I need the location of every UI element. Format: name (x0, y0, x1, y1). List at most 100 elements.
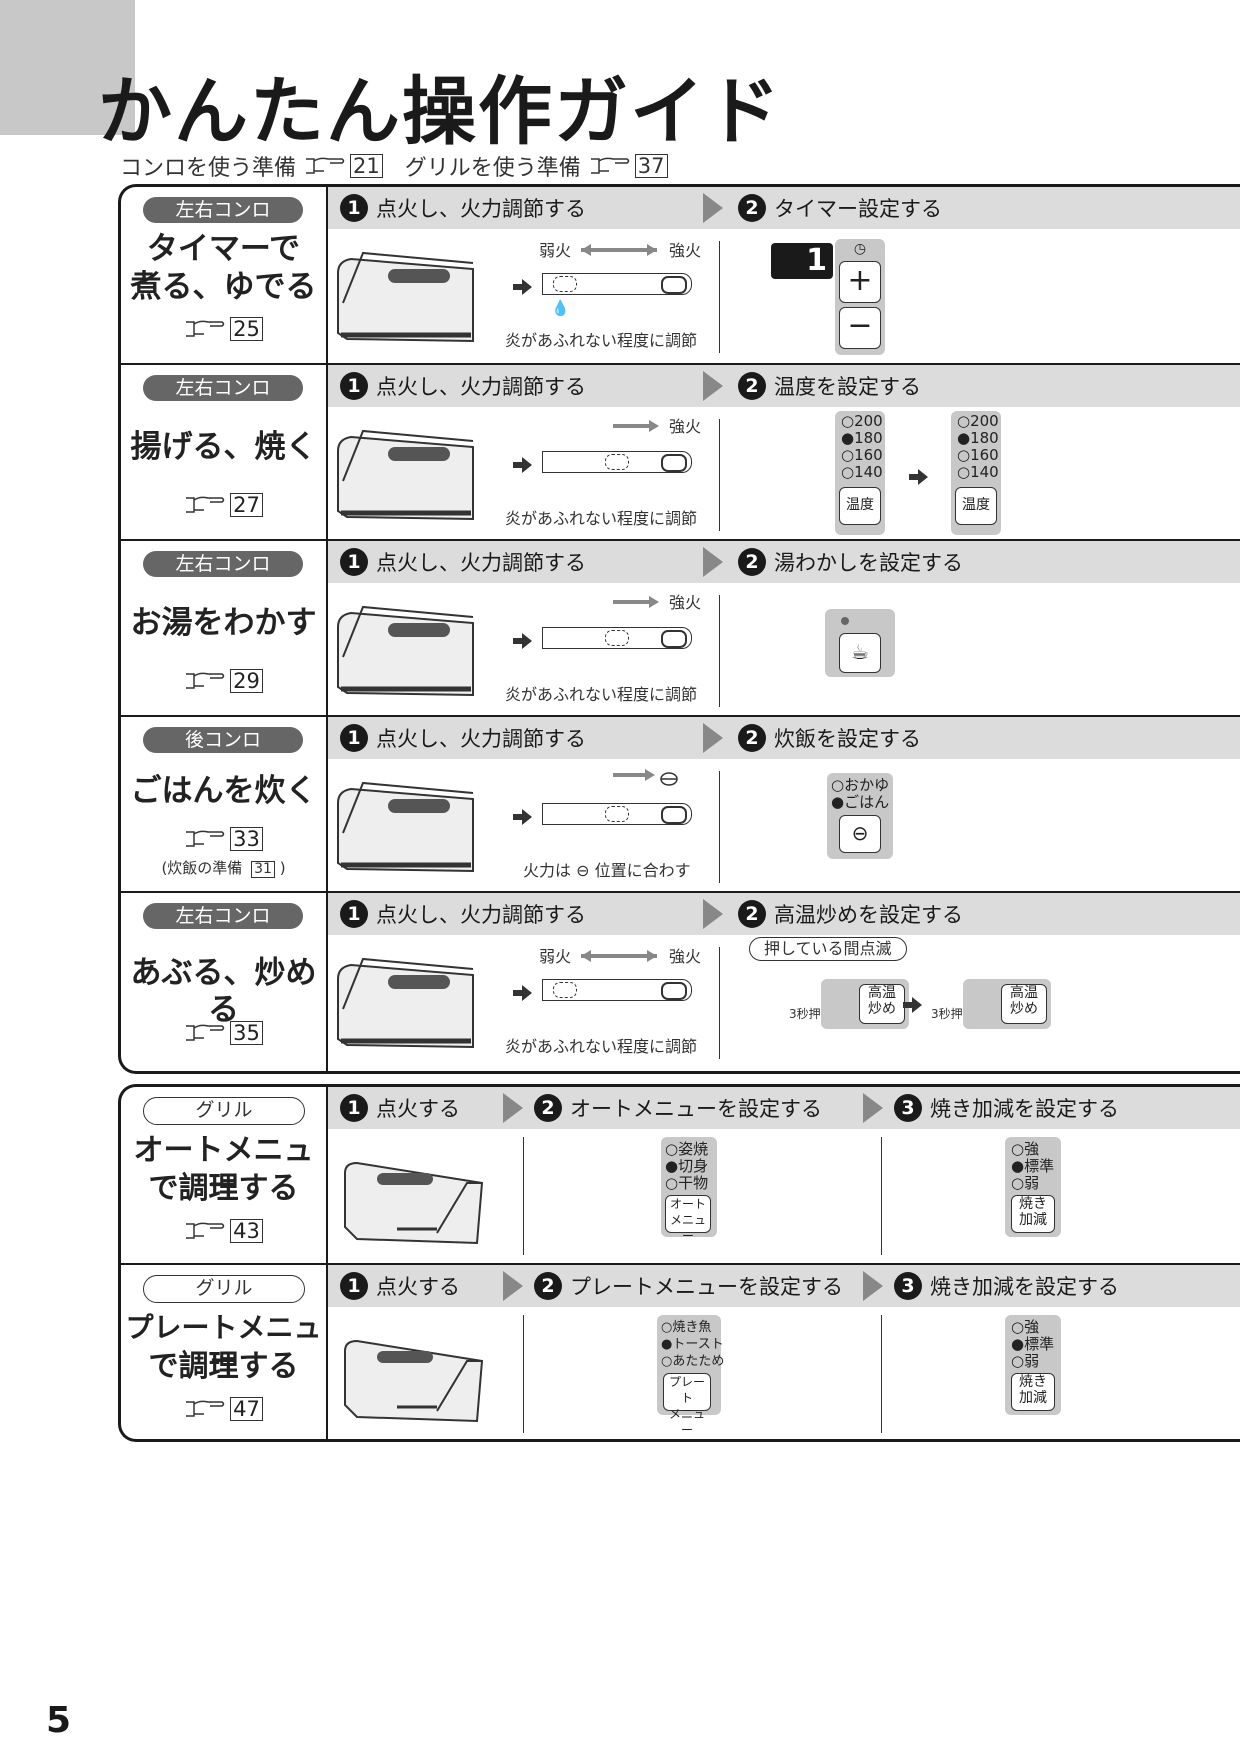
rice-prep-ref[interactable]: (炊飯の準備 31 ) (161, 859, 286, 878)
flame-slider[interactable] (542, 273, 692, 295)
step-arrow-icon (703, 193, 723, 223)
grill-level-button[interactable]: 焼き加減 (1011, 1373, 1055, 1411)
burner-badge: 後コンロ (143, 727, 303, 753)
flame-slider[interactable] (542, 451, 692, 473)
step-arrow-icon (863, 1271, 883, 1301)
strong-label: 強火 (669, 947, 702, 966)
slider-strong-marker (661, 630, 687, 648)
slider-strong-marker (661, 806, 687, 824)
grill-level-panel: ○強 ●標準 ○弱 焼き加減 (1005, 1137, 1061, 1237)
highheat-panel-after: 高温炒め (963, 979, 1051, 1029)
divider-line (719, 771, 720, 883)
pointing-hand-icon (186, 1222, 225, 1239)
page-ref[interactable]: 25 (121, 317, 326, 341)
row-label-cell: グリル プレートメニュー で調理する 47 (121, 1265, 328, 1441)
page-ref[interactable]: 35 (121, 1021, 326, 1045)
step-arrow-icon (703, 371, 723, 401)
divider-line (523, 1315, 524, 1433)
control-knob-illustration (337, 429, 474, 521)
row-title-line: ごはんを炊く (130, 773, 317, 809)
kettle-button[interactable]: ☕ (839, 633, 881, 673)
slider-knob[interactable] (553, 982, 577, 998)
timer-display: 1 (771, 243, 833, 279)
temp-panel: ○200●180 ○160○140 温度 (835, 411, 885, 535)
strong-label: 強火 (669, 241, 702, 260)
timer-minus-button[interactable]: − (839, 307, 881, 349)
pointing-hand-icon (306, 157, 345, 174)
rice-pot-icon: ⊖ (576, 861, 590, 880)
step-arrow-icon (703, 899, 723, 929)
slider-knob[interactable] (553, 276, 577, 292)
plate-menu-panel: ○焼き魚 ●トースト ○あたため プレートメニュー (657, 1315, 724, 1437)
plate-menu-button[interactable]: プレートメニュー (663, 1373, 711, 1437)
temp-button[interactable]: 温度 (839, 487, 881, 525)
right-arrow-icon (513, 279, 532, 295)
blink-note: 押している間点滅 (749, 937, 907, 961)
pointing-hand-icon (186, 320, 225, 337)
page-number-ref: 33 (230, 827, 263, 851)
burner-badge: 左右コンロ (143, 197, 303, 223)
row-label-cell: 左右コンロ タイマーで 煮る、ゆでる 25 (121, 187, 328, 363)
grill-knob-illustration (344, 1161, 484, 1245)
timer-plus-button[interactable]: + (839, 261, 881, 303)
page-ref-grill-prep[interactable]: 37 (589, 154, 668, 178)
burner-badge: 左右コンロ (143, 375, 303, 401)
row-label-cell: 後コンロ ごはんを炊く 33 (炊飯の準備 31 ) (121, 717, 328, 893)
rice-button[interactable]: ⊖ (839, 815, 881, 853)
right-arrow-icon (513, 985, 532, 1001)
page-number-ref: 47 (230, 1397, 263, 1421)
page-ref[interactable]: 43 (121, 1219, 326, 1243)
page-title: かんたん操作ガイド (98, 69, 782, 155)
page-ref[interactable]: 33 (121, 827, 326, 851)
step-arrow-icon (503, 1271, 523, 1301)
right-arrow-icon (613, 420, 659, 432)
right-arrow-icon (513, 633, 532, 649)
highheat-button[interactable]: 高温炒め (1001, 984, 1047, 1024)
page-number-ref: 21 (350, 154, 383, 178)
kettle-icon: ☕ (851, 640, 869, 664)
slider-knob[interactable] (605, 806, 629, 822)
right-arrow-icon (513, 457, 532, 473)
double-arrow-icon (581, 244, 657, 256)
slider-knob[interactable] (605, 630, 629, 646)
page-ref[interactable]: 29 (121, 669, 326, 693)
rice-position-arrow-icon (613, 769, 678, 786)
row-title-line: 煮る、ゆでる (130, 269, 317, 305)
slider-knob[interactable] (605, 454, 629, 470)
divider-line (881, 1315, 882, 1433)
auto-menu-button[interactable]: オートメニュー (665, 1195, 711, 1243)
rice-panel: ○おかゆ ●ごはん ⊖ (827, 773, 893, 859)
row-label-cell: 左右コンロ お湯をわかす 29 (121, 541, 328, 717)
stove-prep-label: コンロを使う準備 (120, 156, 297, 181)
page-number-ref: 27 (230, 493, 263, 517)
timer-panel: ◷ + − (835, 239, 885, 355)
temp-button[interactable]: 温度 (955, 487, 997, 525)
grill-level-button[interactable]: 焼き加減 (1011, 1195, 1055, 1233)
row-label-cell: 左右コンロ 揚げる、焼く 27 (121, 365, 328, 541)
highheat-button[interactable]: 高温炒め (859, 984, 905, 1024)
divider-line (719, 419, 720, 531)
flame-slider[interactable] (542, 979, 692, 1001)
corner-tab (0, 0, 135, 135)
page-ref[interactable]: 47 (121, 1397, 326, 1421)
flame-slider[interactable] (542, 803, 692, 825)
page-ref[interactable]: 27 (121, 493, 326, 517)
flame-slider[interactable] (542, 627, 692, 649)
control-knob-illustration (337, 781, 474, 873)
temp-panel-after: ○200●180 ○160○140 温度 (951, 411, 1001, 535)
page-ref-stove-prep[interactable]: 21 (304, 154, 383, 178)
